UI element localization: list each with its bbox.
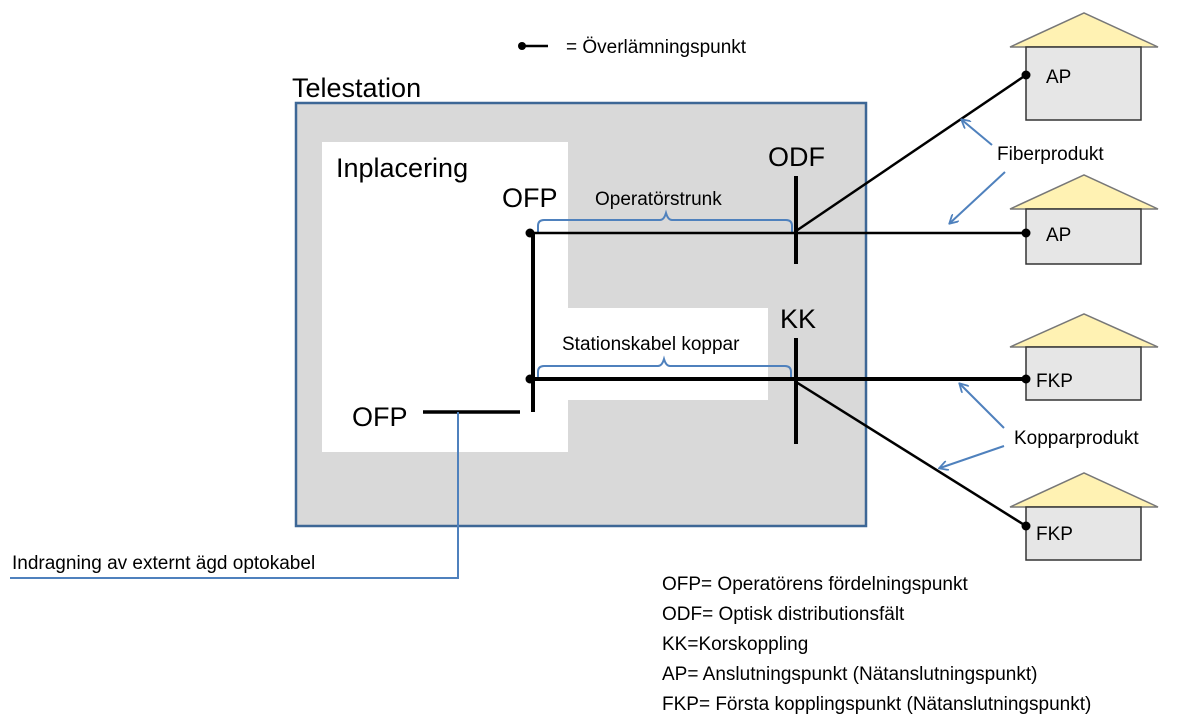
house-roof xyxy=(1009,12,1159,48)
copper-arrow-2 xyxy=(940,445,1005,468)
house-ap-2: AP xyxy=(1009,174,1159,265)
definition-fkp: FKP= Första kopplingspunkt (Nätanslutnin… xyxy=(662,694,1091,715)
station-title: Telestation xyxy=(292,73,421,103)
house-fkp-2: FKP xyxy=(1009,472,1159,561)
stationskabel-brace xyxy=(537,355,792,379)
definition-ofp: OFP= Operatörens fördelningspunkt xyxy=(662,574,968,595)
stationskabel-label: Stationskabel koppar xyxy=(562,334,740,355)
external-cable-line xyxy=(10,412,459,579)
house-label: FKP xyxy=(1036,524,1073,545)
kk-label: KK xyxy=(780,304,816,334)
handover-point-ofp-fiber xyxy=(525,228,535,238)
house-fkp-1: FKP xyxy=(1009,313,1159,401)
fiber-arrow-1 xyxy=(962,120,993,146)
definition-odf: ODF= Optisk distributionsfält xyxy=(662,604,905,625)
definition-ap: AP= Anslutningspunkt (Nätanslutningspunk… xyxy=(662,664,1037,685)
house-roof xyxy=(1009,472,1159,508)
ofp-top-label: OFP xyxy=(502,183,558,213)
fiberprodukt-label: Fiberprodukt xyxy=(997,144,1104,165)
fiber-line-to-ap-1 xyxy=(795,73,1027,233)
definition-kk: KK=Korskoppling xyxy=(662,634,808,655)
handover-point xyxy=(1021,374,1031,384)
house-body xyxy=(1025,506,1142,561)
house-body xyxy=(1025,346,1142,401)
house-roof xyxy=(1009,174,1159,210)
operatorstrunk-label: Operatörstrunk xyxy=(595,189,722,210)
handover-point xyxy=(1021,70,1031,80)
inplacering-area xyxy=(322,142,768,452)
house-label: AP xyxy=(1046,67,1071,88)
external-cable-label: Indragning av externt ägd optokabel xyxy=(12,553,315,574)
house-label: FKP xyxy=(1036,371,1073,392)
legend-text: = Överlämningspunkt xyxy=(566,37,747,58)
house-body xyxy=(1025,46,1142,121)
inplacering-title: Inplacering xyxy=(336,153,468,183)
fiber-arrow-2 xyxy=(950,171,1006,223)
copper-line-to-fkp-2 xyxy=(795,380,1027,528)
house-roof xyxy=(1009,313,1159,348)
house-ap-1: AP xyxy=(1009,12,1159,121)
handover-point xyxy=(1021,521,1031,531)
copper-arrow-1 xyxy=(960,384,1005,429)
handover-point xyxy=(1021,228,1031,238)
handover-point-ofp-copper xyxy=(525,374,535,384)
kopparprodukt-label: Kopparprodukt xyxy=(1014,428,1139,449)
definitions-list: OFP= Operatörens fördelningspunkt ODF= O… xyxy=(662,574,1091,715)
ofp-bottom-label: OFP xyxy=(352,402,408,432)
operatorstrunk-brace xyxy=(537,209,793,233)
house-body xyxy=(1025,208,1142,265)
legend-dot xyxy=(518,42,526,50)
odf-label: ODF xyxy=(768,142,825,172)
legend: = Överlämningspunkt xyxy=(518,37,747,58)
house-label: AP xyxy=(1046,225,1071,246)
